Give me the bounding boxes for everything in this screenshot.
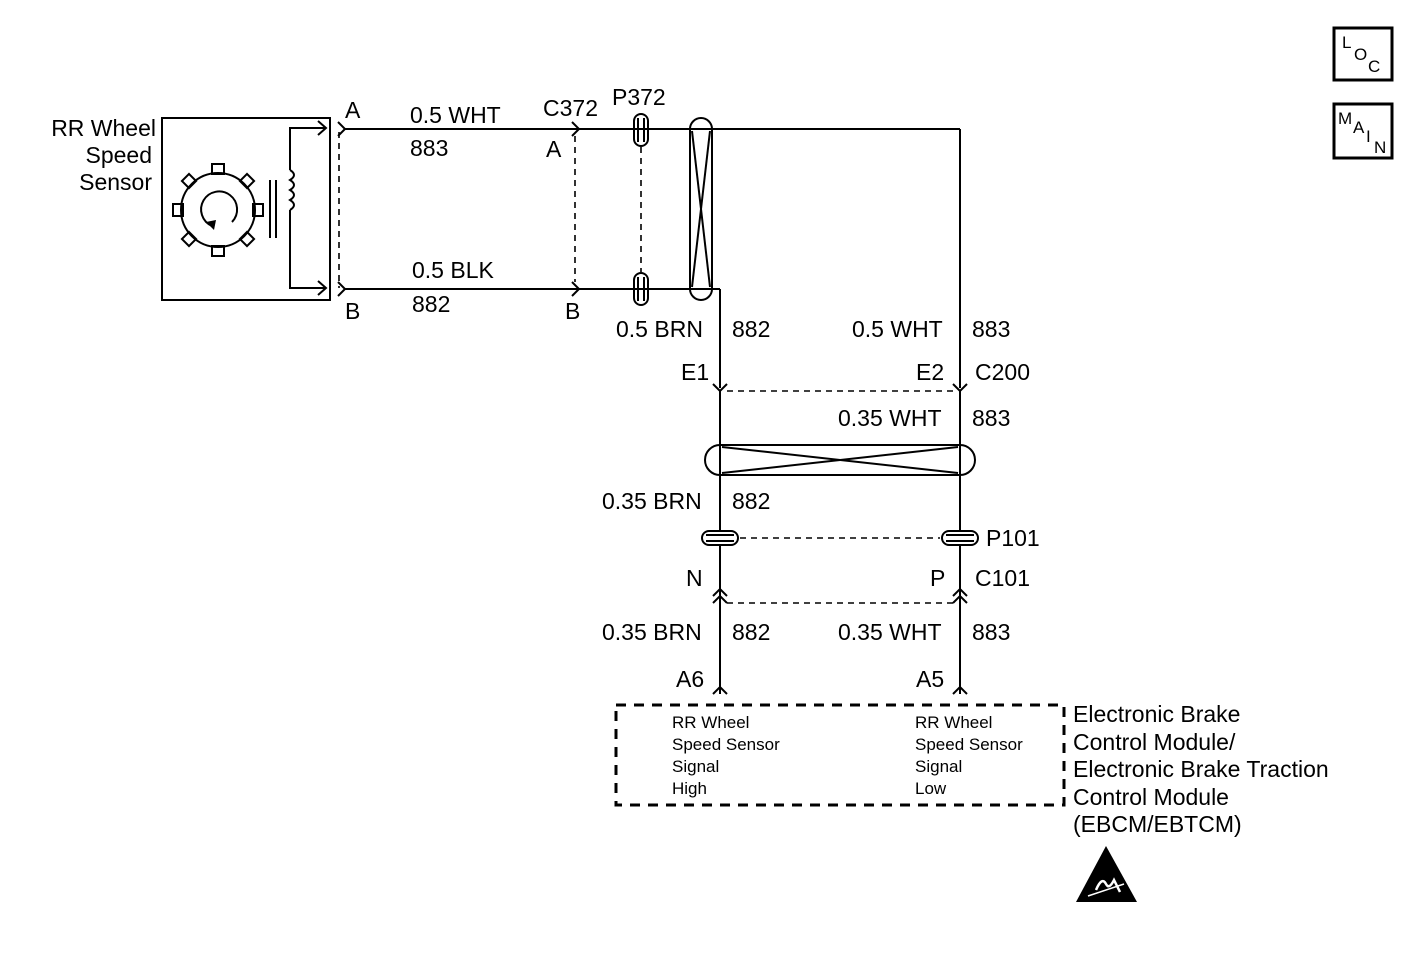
wire-mid-brn-circuit: 882	[732, 488, 770, 514]
module-right-desc-2: Speed Sensor	[915, 735, 1023, 754]
main-letter-3: I	[1366, 127, 1371, 146]
connector-p101: P101	[986, 525, 1040, 551]
wire-low-wht-color: 0.35 WHT	[838, 619, 942, 645]
module-name-line-4: Control Module	[1073, 784, 1229, 810]
connector-e1: E1	[681, 359, 709, 385]
loc-letter-3: C	[1368, 57, 1380, 76]
module-left-desc-3: Signal	[672, 757, 719, 776]
twisted-pair-upper	[689, 117, 713, 301]
module-left-desc-4: High	[672, 779, 707, 798]
connector-n: N	[686, 565, 703, 591]
reluctor-wheel-icon	[172, 163, 264, 257]
wire-mid-wht-color: 0.35 WHT	[838, 405, 942, 431]
module-right-desc-3: Signal	[915, 757, 962, 776]
connector-c200: C200	[975, 359, 1030, 385]
pass-through-p101	[701, 530, 979, 546]
sensor-name-line-2: Speed	[85, 142, 152, 168]
wire-bottom-circuit: 882	[412, 291, 450, 317]
main-letter-2: A	[1353, 118, 1365, 137]
module-left-desc-2: Speed Sensor	[672, 735, 780, 754]
wire-low-wht-circuit: 883	[972, 619, 1010, 645]
module-pin-a6: A6	[676, 666, 704, 692]
loc-button[interactable]: L O C	[1332, 26, 1394, 82]
main-button[interactable]: M A I N	[1332, 102, 1394, 160]
module-left-desc-1: RR Wheel	[672, 713, 749, 732]
wire-low-brn-color: 0.35 BRN	[602, 619, 702, 645]
connector-e2: E2	[916, 359, 944, 385]
module-name-line-1: Electronic Brake	[1073, 701, 1240, 727]
wire-wht-color: 0.5 WHT	[852, 316, 943, 342]
ebcm-module: RR Wheel Speed Sensor Signal High RR Whe…	[614, 703, 1066, 807]
wire-mid-brn-color: 0.35 BRN	[602, 488, 702, 514]
module-name-line-5: (EBCM/EBTCM)	[1073, 811, 1242, 837]
sensor-name-line-1: RR Wheel	[51, 115, 156, 141]
wire-brn-color: 0.5 BRN	[616, 316, 703, 342]
module-name-line-3: Electronic Brake Traction	[1073, 756, 1329, 782]
wire-top-circuit: 883	[410, 135, 448, 161]
loc-letter-2: O	[1354, 45, 1367, 64]
connector-c372-pin-a: A	[546, 136, 562, 162]
sensor-pin-b: B	[345, 298, 360, 324]
connector-c101: C101	[975, 565, 1030, 591]
module-right-desc-1: RR Wheel	[915, 713, 992, 732]
wire-low-brn-circuit: 882	[732, 619, 770, 645]
loc-letter-1: L	[1342, 33, 1351, 52]
main-letter-4: N	[1374, 138, 1386, 157]
connector-c372: C372	[543, 95, 598, 121]
wheel-speed-sensor	[161, 117, 331, 301]
wire-bottom-color: 0.5 BLK	[412, 257, 494, 283]
module-pin-a5: A5	[916, 666, 944, 692]
wire-top-color: 0.5 WHT	[410, 102, 501, 128]
sensor-name-line-3: Sensor	[79, 169, 152, 195]
twisted-pair-lower	[704, 444, 976, 476]
module-right-desc-4: Low	[915, 779, 947, 798]
connector-c372-pin-b: B	[565, 298, 580, 324]
esd-warning-icon[interactable]	[1076, 846, 1137, 902]
main-letter-1: M	[1338, 109, 1352, 128]
connector-p372: P372	[612, 84, 666, 110]
wire-wht-circuit: 883	[972, 316, 1010, 342]
pass-through-p372	[633, 113, 649, 306]
wire-mid-wht-circuit: 883	[972, 405, 1010, 431]
connector-p: P	[930, 565, 945, 591]
wire-brn-circuit: 882	[732, 316, 770, 342]
module-name-line-2: Control Module/	[1073, 729, 1236, 755]
sensor-pin-a: A	[345, 97, 361, 123]
